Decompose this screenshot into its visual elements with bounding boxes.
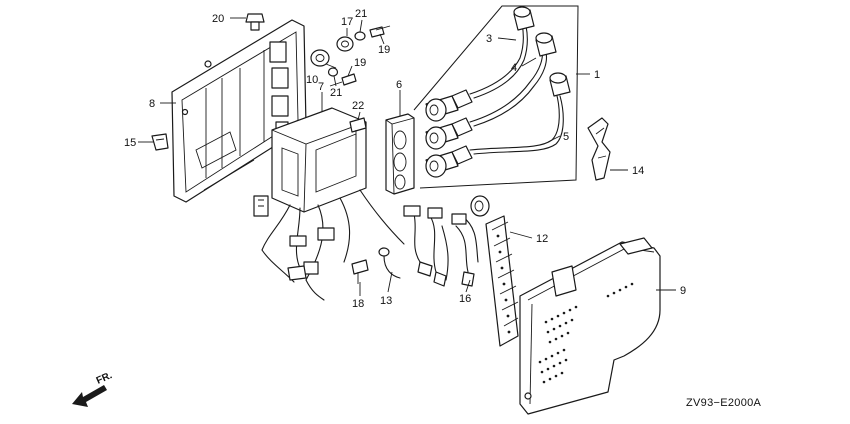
callout-14: 14 bbox=[632, 165, 644, 177]
callout-16: 16 bbox=[459, 293, 471, 305]
callout-8: 8 bbox=[149, 98, 155, 110]
hardware-group bbox=[310, 25, 391, 87]
coil-assembly-frame-part-1 bbox=[413, 5, 579, 189]
plug-clip-part-14 bbox=[587, 117, 611, 181]
sub-harness-part-16 bbox=[451, 195, 490, 287]
leader-lines bbox=[138, 17, 676, 296]
clip-part-15 bbox=[151, 133, 169, 151]
front-direction-arrow: FR. bbox=[72, 370, 114, 407]
callout-18: 18 bbox=[352, 298, 364, 310]
callout-3: 3 bbox=[486, 33, 492, 45]
callout-21-lower: 21 bbox=[330, 87, 342, 99]
ignition-coils-part-1 bbox=[425, 89, 473, 178]
callout-12: 12 bbox=[536, 233, 548, 245]
callout-10: 10 bbox=[306, 74, 318, 86]
callout-19-lower: 19 bbox=[354, 57, 366, 69]
control-module-part-7 bbox=[271, 107, 367, 213]
callout-9: 9 bbox=[680, 285, 686, 297]
bolt-part-18 bbox=[351, 259, 369, 284]
plug-leads-part-3-4-5 bbox=[469, 6, 571, 155]
cover-vent-holes bbox=[538, 282, 634, 384]
callout-22: 22 bbox=[352, 100, 364, 112]
direction-label: FR. bbox=[95, 370, 114, 387]
terminal-strip-part-12 bbox=[485, 215, 519, 347]
callout-15: 15 bbox=[124, 137, 136, 149]
callout-20: 20 bbox=[212, 13, 224, 25]
callout-6: 6 bbox=[396, 79, 402, 91]
diagram-code: ZV93−E2000A bbox=[686, 397, 762, 409]
callout-7: 7 bbox=[318, 81, 324, 93]
callout-5: 5 bbox=[563, 131, 569, 143]
callout-4: 4 bbox=[511, 62, 517, 74]
back-frame-part-8 bbox=[171, 19, 307, 203]
callout-1: 1 bbox=[594, 69, 600, 81]
callout-labels: 1 3 4 5 6 7 8 9 10 12 13 14 15 16 17 18 … bbox=[124, 8, 686, 310]
bolt-part-22 bbox=[349, 117, 367, 140]
wire-harness-part-13 bbox=[253, 189, 449, 301]
coil-bracket-part-6 bbox=[385, 113, 415, 195]
arrow-icon bbox=[72, 385, 107, 407]
grommet-part-20 bbox=[245, 13, 265, 31]
callout-17: 17 bbox=[341, 16, 353, 28]
callout-21-upper: 21 bbox=[355, 8, 367, 20]
callout-13: 13 bbox=[380, 295, 392, 307]
front-cover-part-9 bbox=[519, 237, 661, 415]
callout-19-upper: 19 bbox=[378, 44, 390, 56]
